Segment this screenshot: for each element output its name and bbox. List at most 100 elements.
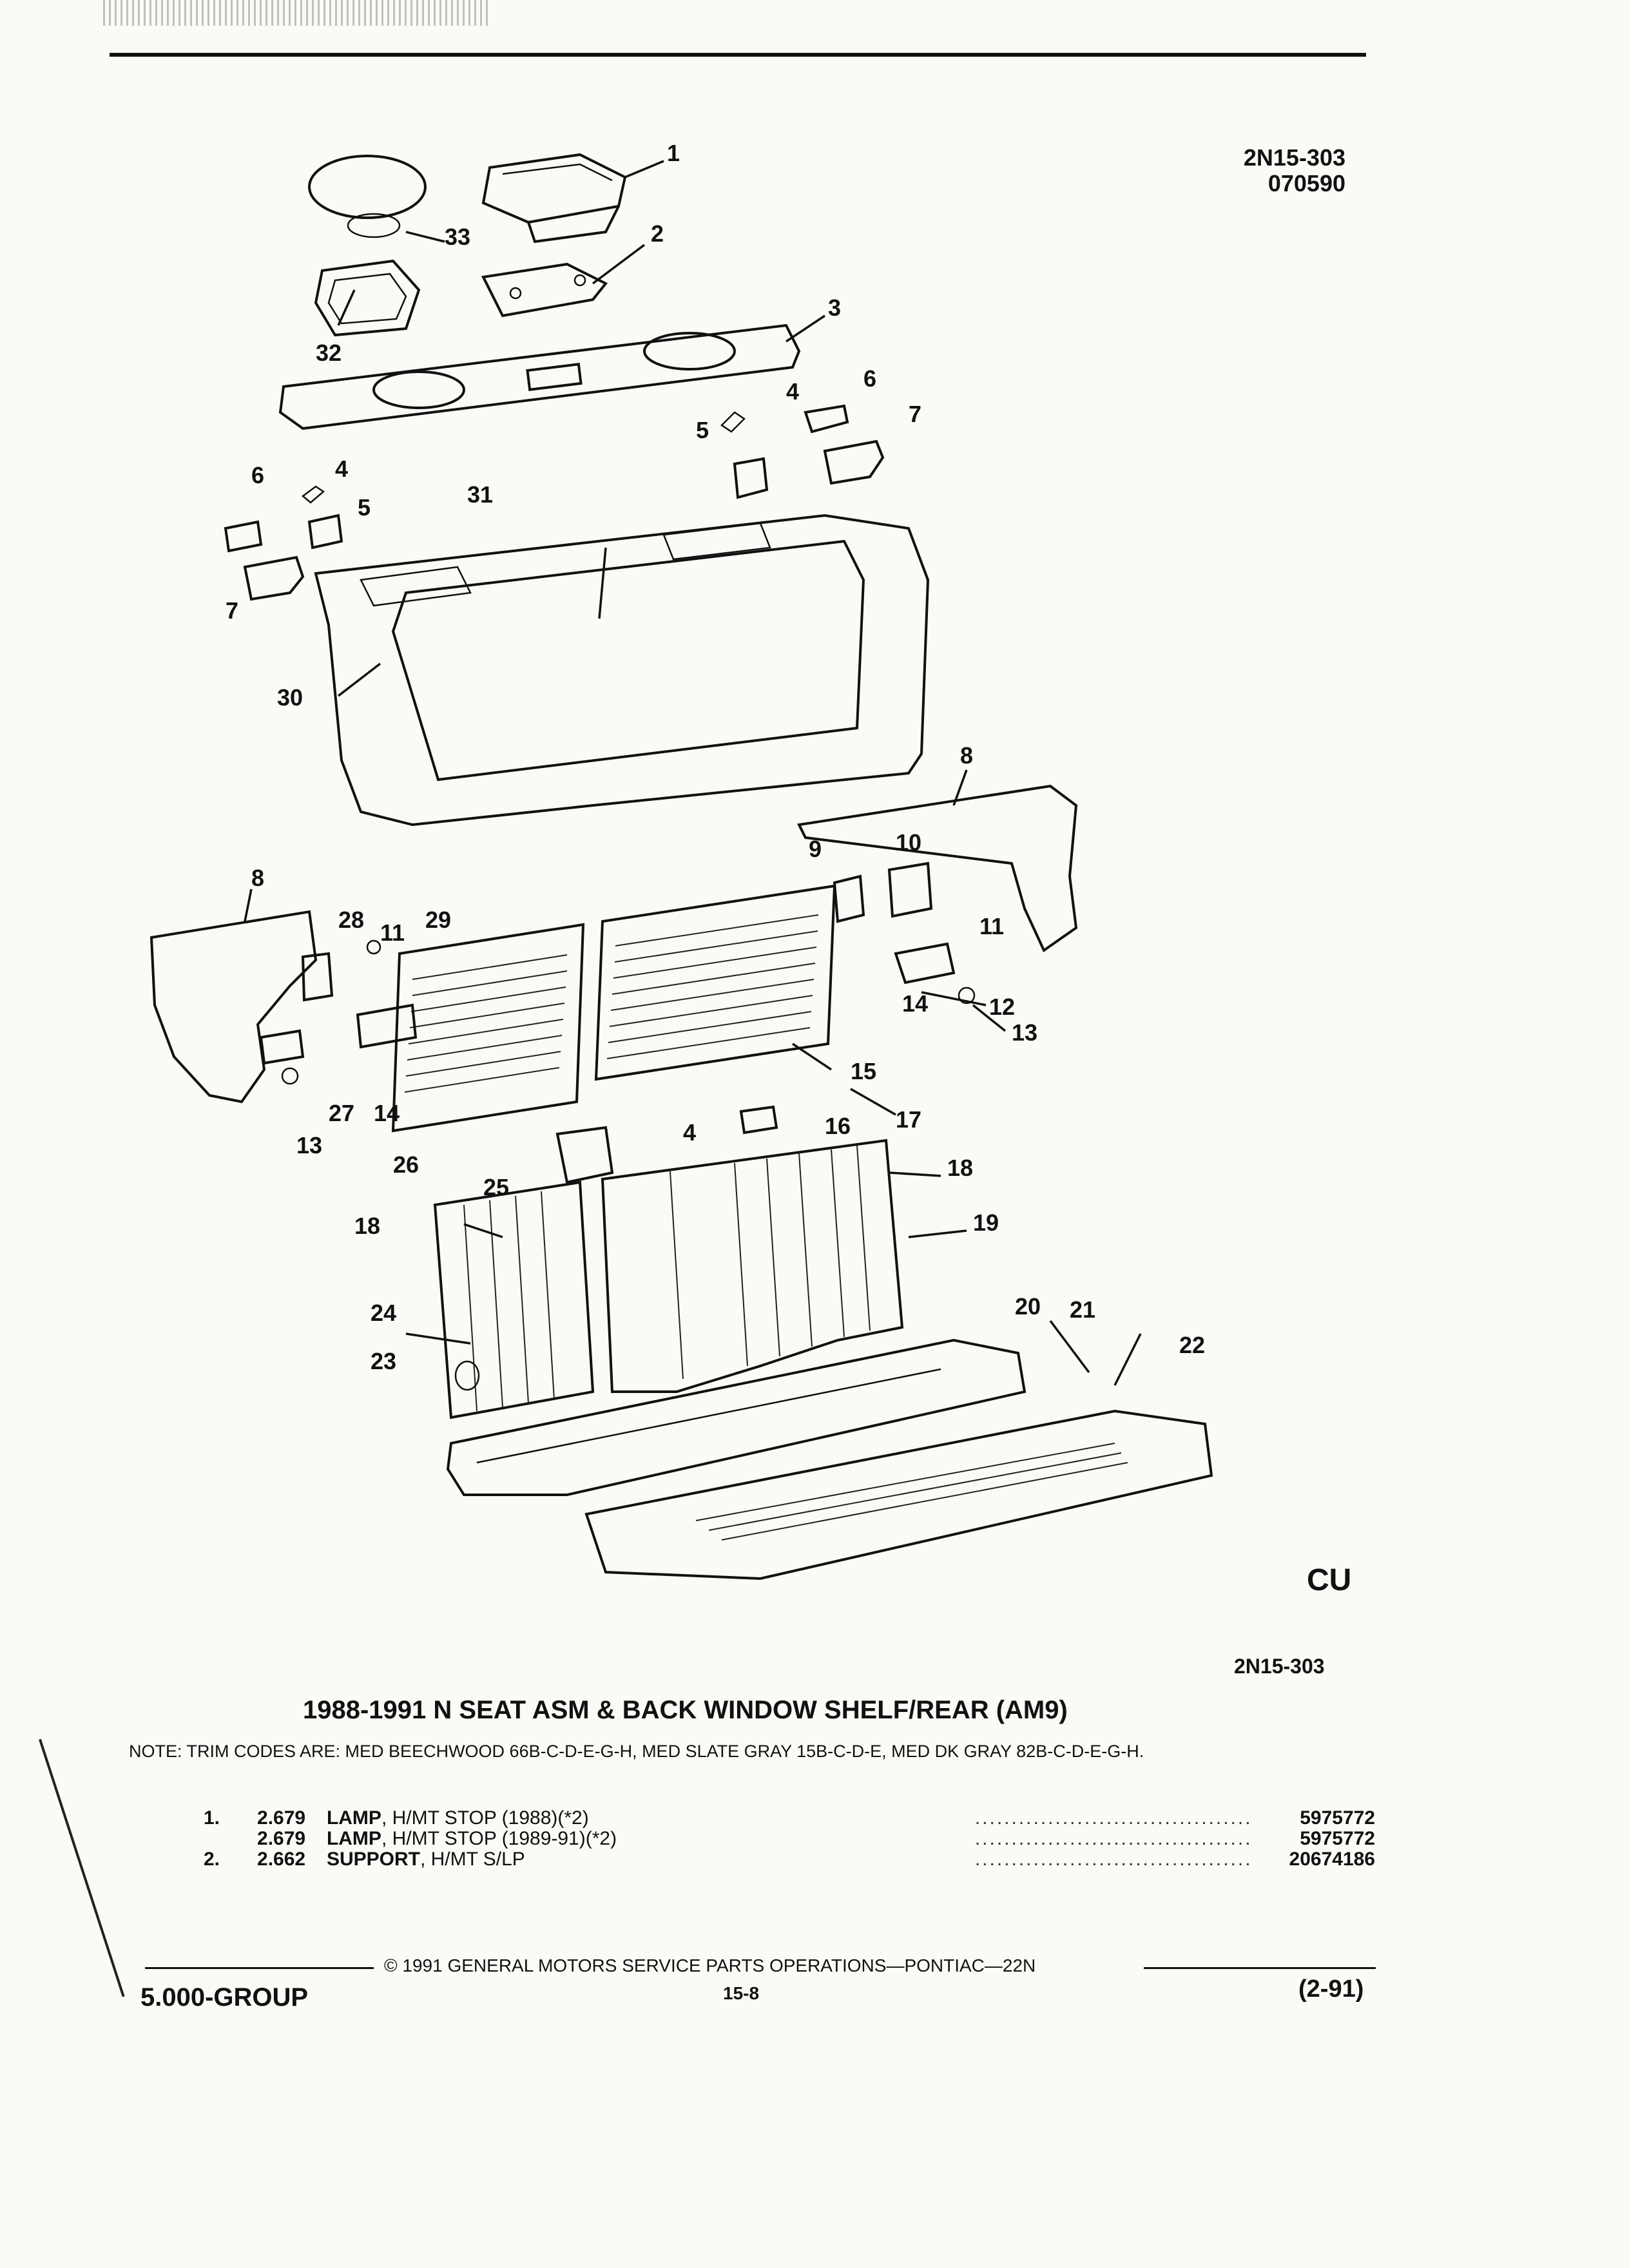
callout-19: 19 bbox=[973, 1209, 999, 1236]
part-split-seat-back-right bbox=[601, 1139, 904, 1393]
part-seat-back-cushion bbox=[314, 514, 930, 827]
callout-17: 17 bbox=[896, 1106, 921, 1133]
table-row: 2. 2.662 SUPPORT, H/MT S/LP ............… bbox=[200, 1849, 1379, 1870]
part-latch-hardware-right bbox=[833, 861, 976, 1004]
cu-logo-mark: CU bbox=[1307, 1563, 1352, 1597]
part-speaker-bezel bbox=[314, 259, 421, 337]
item-spec: , H/MT STOP (1988)(*2) bbox=[381, 1807, 589, 1829]
callout-27: 27 bbox=[329, 1100, 354, 1126]
callout-12: 12 bbox=[989, 994, 1015, 1020]
callout-2: 2 bbox=[651, 220, 664, 247]
callout-5: 5 bbox=[696, 417, 709, 443]
callout-4: 4 bbox=[786, 378, 799, 405]
part-stop-lamp bbox=[481, 153, 627, 244]
part-hinge-group-left bbox=[224, 485, 343, 601]
diagram-code: 2N15-303 bbox=[1243, 144, 1345, 171]
part-number: 5975772 bbox=[1300, 1828, 1375, 1849]
parts-list: 1. 2.679 LAMP, H/MT STOP (1988)(*2) ....… bbox=[200, 1808, 1379, 1870]
item-name: LAMP bbox=[326, 1807, 381, 1829]
item-description: LAMP, H/MT STOP (1989-91)(*2) bbox=[323, 1829, 971, 1849]
footer-revision: (2-91) bbox=[1298, 1975, 1364, 2003]
item-name: LAMP bbox=[326, 1828, 381, 1849]
item-number: 2. bbox=[204, 1849, 220, 1870]
part-seat-back-frame-left bbox=[391, 923, 585, 1133]
part-number: 5975772 bbox=[1300, 1807, 1375, 1829]
callout-33: 33 bbox=[445, 224, 470, 250]
callout-4-center: 4 bbox=[683, 1119, 696, 1146]
header-rule bbox=[110, 53, 1366, 57]
footer-rule-left bbox=[145, 1967, 374, 1969]
callout-31: 31 bbox=[467, 481, 493, 508]
callout-18-left: 18 bbox=[354, 1213, 380, 1239]
callout-30: 30 bbox=[277, 684, 303, 711]
item-code: 2.662 bbox=[257, 1849, 306, 1870]
footer-rule-right bbox=[1144, 1967, 1376, 1969]
leader-dots: ........................................… bbox=[974, 1808, 1249, 1829]
callout-13-left: 13 bbox=[296, 1132, 322, 1158]
part-seat-cushion-upper bbox=[446, 1338, 1027, 1496]
item-code: 2.679 bbox=[257, 1828, 306, 1849]
part-hinge-bracket-center bbox=[555, 1105, 778, 1184]
callout-25: 25 bbox=[483, 1174, 509, 1200]
callout-14-right: 14 bbox=[902, 990, 928, 1017]
item-code: 2.679 bbox=[257, 1807, 306, 1829]
leader-dots: ........................................… bbox=[974, 1849, 1249, 1870]
callout-3: 3 bbox=[828, 294, 841, 321]
callout-18-right: 18 bbox=[947, 1155, 973, 1181]
scan-edge-line bbox=[39, 1738, 125, 1997]
part-lamp-support bbox=[481, 262, 608, 318]
item-name: SUPPORT bbox=[326, 1849, 420, 1870]
diagram-date-code: 070590 bbox=[1268, 170, 1345, 197]
callout-23: 23 bbox=[371, 1348, 396, 1374]
callout-21: 21 bbox=[1070, 1296, 1095, 1323]
callout-7: 7 bbox=[909, 401, 921, 427]
part-side-panel-left bbox=[149, 910, 318, 1104]
footer-page-number: 15-8 bbox=[723, 1983, 760, 2003]
item-number bbox=[200, 1829, 253, 1849]
leader-dots: ........................................… bbox=[974, 1829, 1249, 1849]
callout-11-right: 11 bbox=[979, 913, 1004, 939]
callout-26: 26 bbox=[393, 1151, 419, 1178]
callout-4-left: 4 bbox=[335, 456, 348, 482]
item-description: LAMP, H/MT STOP (1988)(*2) bbox=[323, 1808, 971, 1829]
callout-22: 22 bbox=[1179, 1332, 1205, 1358]
trim-codes-note: NOTE: TRIM CODES ARE: MED BEECHWOOD 66B-… bbox=[129, 1742, 1144, 1761]
reference-code: 2N15-303 bbox=[1234, 1655, 1325, 1678]
callout-8-left: 8 bbox=[251, 865, 264, 891]
part-latch-hardware-left bbox=[259, 939, 418, 1085]
callout-9: 9 bbox=[809, 836, 822, 862]
callout-13-right: 13 bbox=[1012, 1019, 1037, 1046]
callout-14-left: 14 bbox=[374, 1100, 400, 1126]
callout-7-left: 7 bbox=[226, 597, 238, 624]
callout-28: 28 bbox=[338, 907, 364, 933]
callout-15: 15 bbox=[851, 1058, 876, 1084]
callout-29: 29 bbox=[425, 907, 451, 933]
callout-20: 20 bbox=[1015, 1293, 1041, 1320]
part-back-window-shelf bbox=[278, 323, 801, 430]
callout-5-left: 5 bbox=[358, 494, 371, 521]
leader-lines bbox=[244, 160, 1142, 1386]
page-title: 1988-1991 N SEAT ASM & BACK WINDOW SHELF… bbox=[303, 1696, 1068, 1724]
footer-copyright: © 1991 GENERAL MOTORS SERVICE PARTS OPER… bbox=[384, 1956, 1036, 1975]
footer-group: 5.000-GROUP bbox=[140, 1983, 309, 2012]
item-spec: , H/MT STOP (1989-91)(*2) bbox=[381, 1828, 617, 1849]
part-speaker-grille bbox=[308, 155, 427, 238]
callout-11-left: 11 bbox=[380, 919, 405, 946]
exploded-seat-diagram: 1 2 3 4 5 6 7 4 5 6 7 31 30 8 8 28 11 29… bbox=[149, 140, 1213, 1581]
part-side-panel-right bbox=[796, 784, 1078, 953]
callout-6: 6 bbox=[863, 365, 876, 392]
part-hinge-group-right bbox=[720, 404, 885, 499]
callout-24: 24 bbox=[371, 1300, 396, 1326]
table-row: 2.679 LAMP, H/MT STOP (1989-91)(*2) ....… bbox=[200, 1829, 1379, 1849]
part-split-seat-back-left bbox=[433, 1180, 595, 1419]
scan-smudge bbox=[103, 0, 490, 26]
part-seat-cushion-lower bbox=[584, 1409, 1213, 1581]
item-description: SUPPORT, H/MT S/LP bbox=[323, 1849, 971, 1870]
callout-8-right: 8 bbox=[960, 742, 973, 769]
part-number: 20674186 bbox=[1289, 1849, 1375, 1870]
item-spec: , H/MT S/LP bbox=[419, 1849, 525, 1870]
callout-10: 10 bbox=[896, 829, 921, 856]
callout-16: 16 bbox=[825, 1113, 851, 1139]
table-row: 1. 2.679 LAMP, H/MT STOP (1988)(*2) ....… bbox=[200, 1808, 1379, 1829]
diagram-code-block: 2N15-303 070590 bbox=[1244, 145, 1345, 197]
